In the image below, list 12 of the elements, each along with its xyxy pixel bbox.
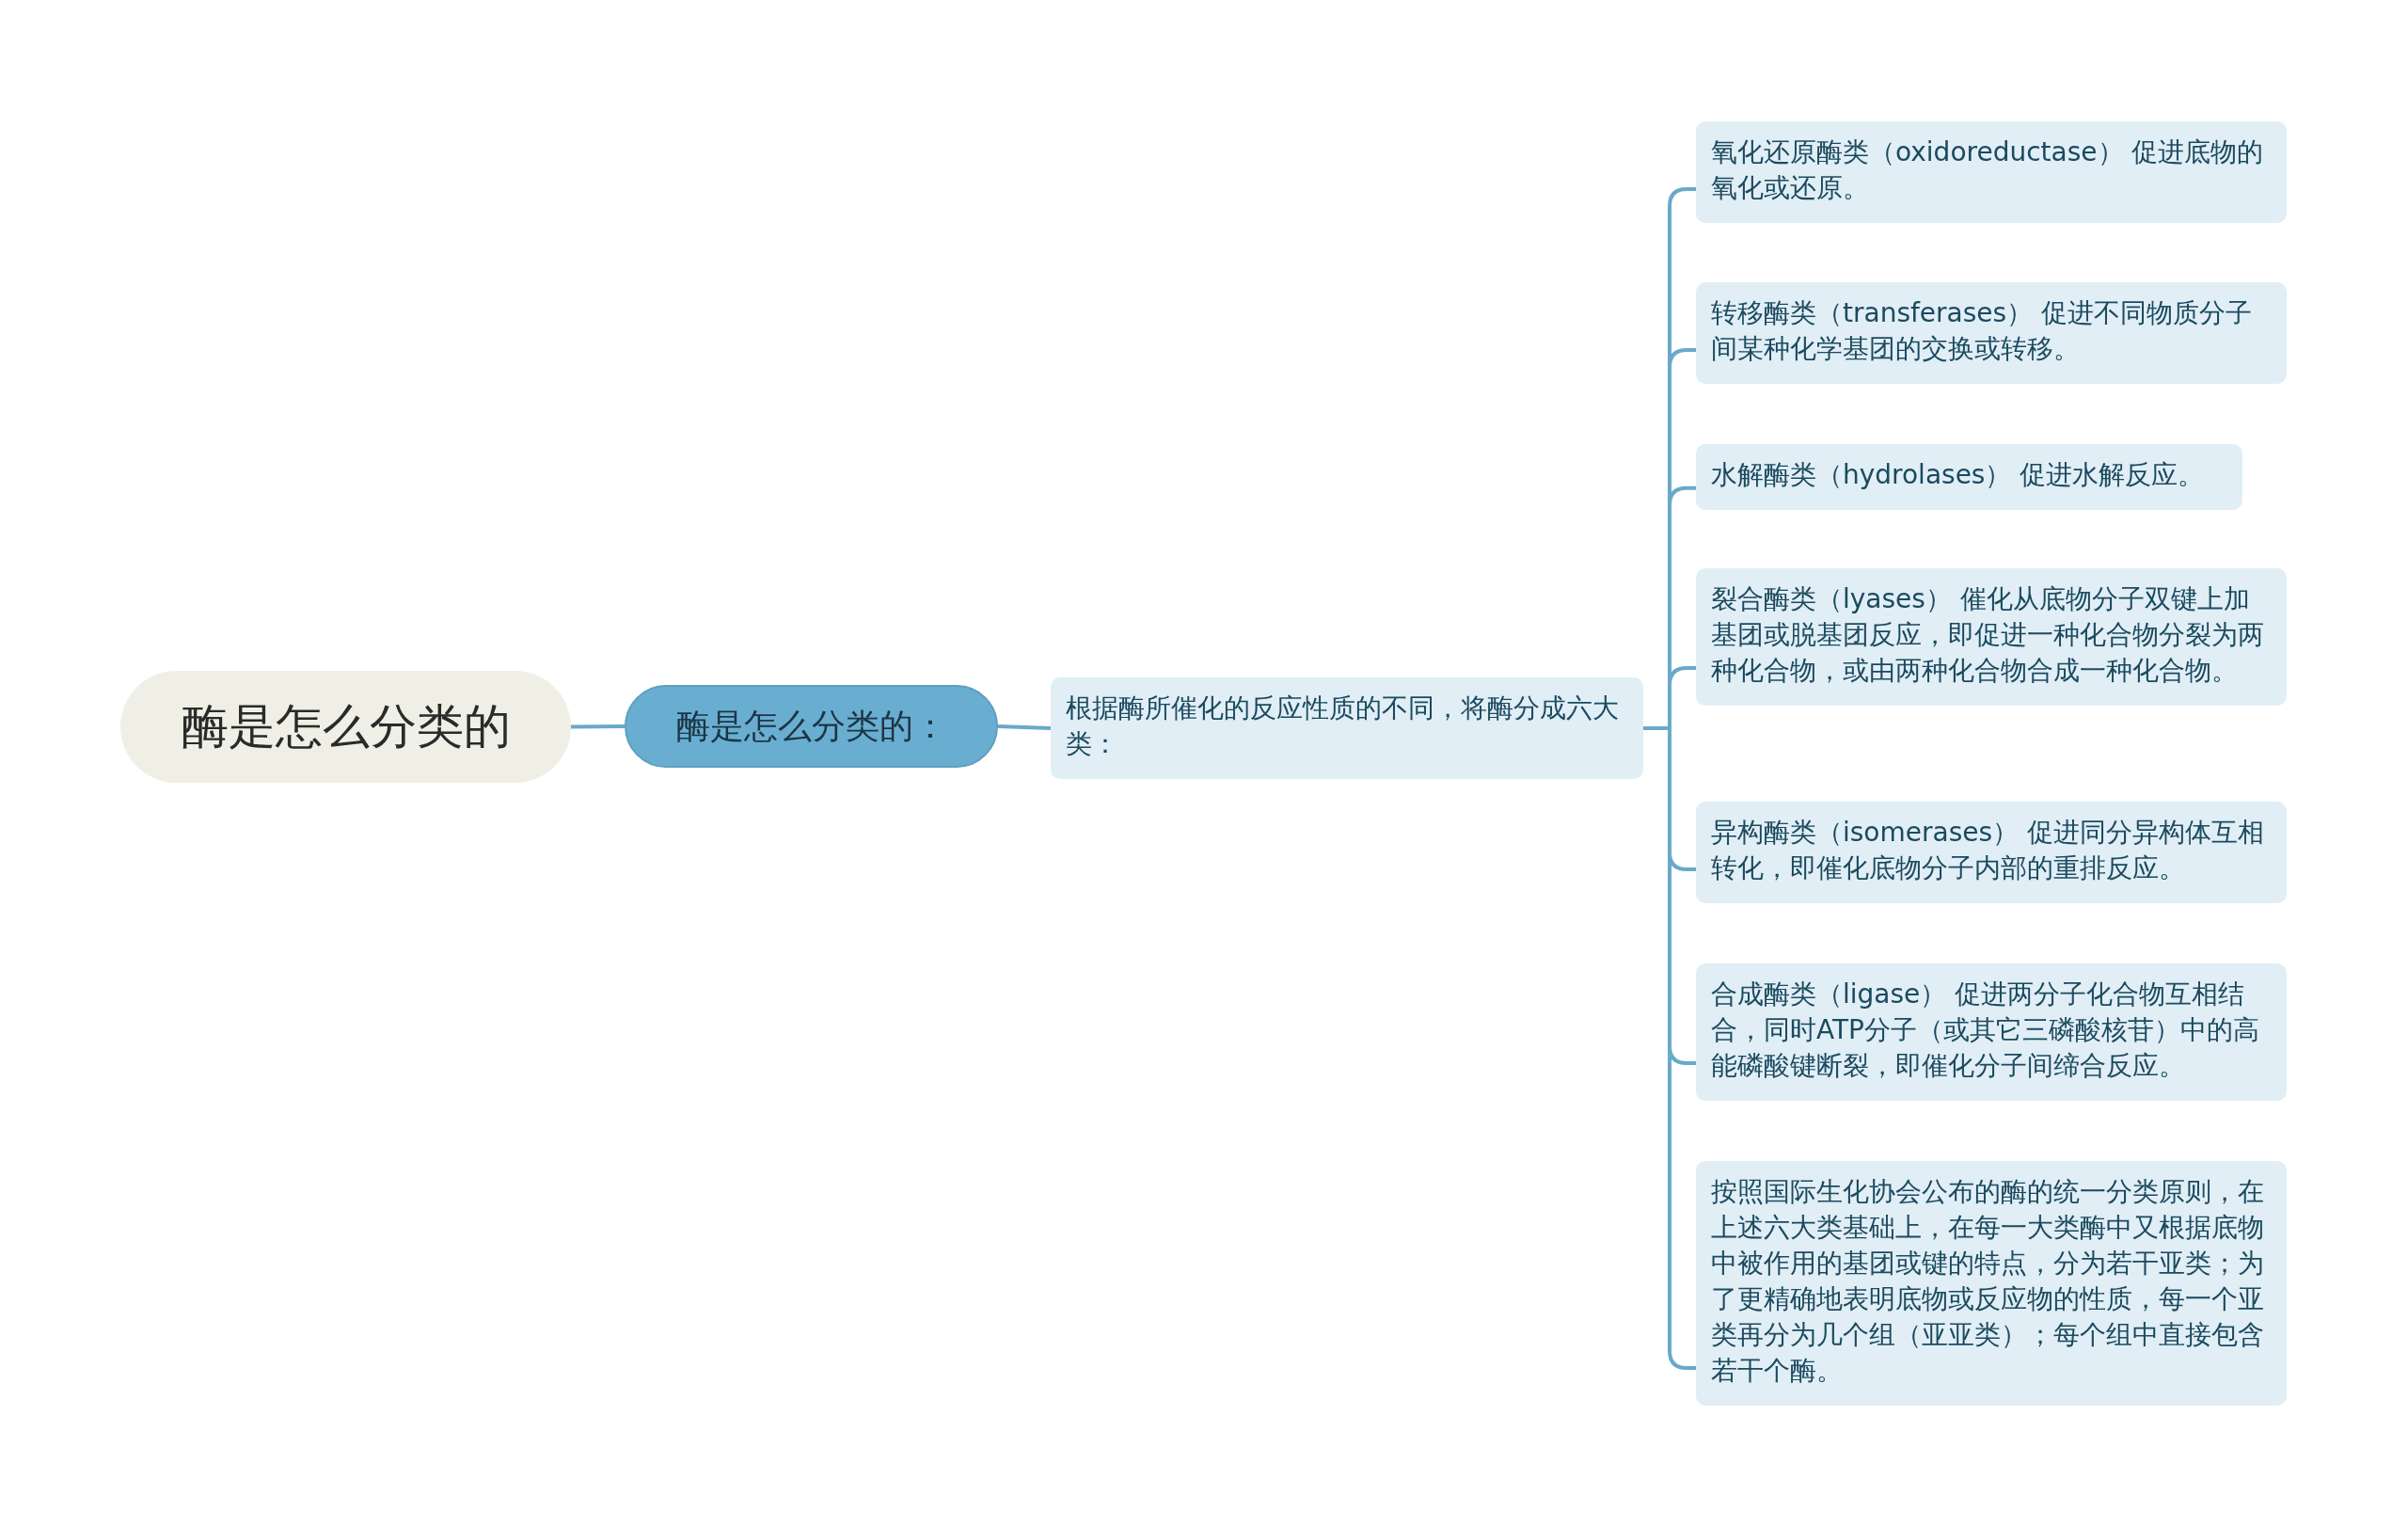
text-box: 按照国际生化协会公布的酶的统一分类原则，在上述六大类基础上，在每一大类酶中又根据底物中被作用的基团或键的特点，分为若干亚类；为了更精确地表明底物或反应物的性质，每一个亚类再分为几个组（亚亚类）；每个组中直接包含若干个酶。 (1696, 1161, 2287, 1406)
text-box: 裂合酶类（lyases） 催化从底物分子双键上加基团或脱基团反应，即促进一种化合物分裂为两种化合物，或由两种化合物合成一种化合物。 (1696, 568, 2287, 706)
text-box: 水解酶类（hydrolases） 促进水解反应。 (1696, 444, 2242, 510)
topic-bubble: 酶是怎么分类的 (120, 671, 571, 783)
branch-bubble: 酶是怎么分类的： (625, 685, 998, 768)
text-box: 根据酶所催化的反应性质的不同，将酶分成六大类： (1051, 677, 1643, 779)
text-box: 氧化还原酶类（oxidoreductase） 促进底物的氧化或还原。 (1696, 121, 2287, 223)
text-box: 合成酶类（ligase） 促进两分子化合物互相结合，同时ATP分子（或其它三磷酸核苷）中的高能磷酸键断裂，即催化分子间缔合反应。 (1696, 963, 2287, 1101)
text-box: 异构酶类（isomerases） 促进同分异构体互相转化，即催化底物分子内部的重排反应。 (1696, 802, 2287, 903)
connector-line (571, 724, 626, 729)
text-box: 转移酶类（transferases） 促进不同物质分子间某种化学基团的交换或转移。 (1696, 282, 2287, 384)
connector-line (997, 724, 1052, 730)
